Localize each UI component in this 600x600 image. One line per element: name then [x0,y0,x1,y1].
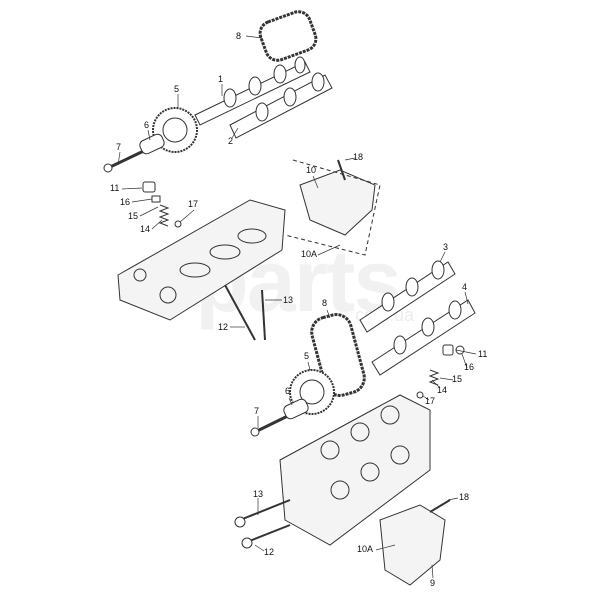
spring-upper [158,204,170,227]
valve-upper-13 [261,289,266,341]
bolt-18-upper [337,159,346,181]
label-16-upper[interactable]: 16 [120,197,131,207]
cylinder-head-upper [117,199,286,321]
label-12-upper[interactable]: 12 [218,322,229,332]
label-6-upper[interactable]: 6 [144,120,150,130]
washer-lower [283,398,309,420]
dashed-outline-upper [284,159,381,256]
tappet-upper [142,181,156,193]
seal-upper [174,220,182,228]
camshaft-lower-3 [359,260,456,333]
valve-lower-13 [239,499,291,521]
label-7-upper[interactable]: 7 [116,142,122,152]
label-10a-upper[interactable]: 10A [301,249,318,259]
label-14-lower[interactable]: 14 [437,385,448,395]
label-5-lower[interactable]: 5 [304,351,310,361]
label-10[interactable]: 10 [306,165,317,175]
timing-chain-upper [258,10,318,62]
label-17-upper[interactable]: 17 [188,199,199,209]
label-18-lower[interactable]: 18 [459,492,470,502]
chain-tensioner-lower [379,504,446,586]
label-11-lower[interactable]: 11 [478,349,488,359]
label-4[interactable]: 4 [462,282,468,292]
label-18-upper[interactable]: 18 [353,152,364,162]
chain-tensioner-upper [299,169,376,236]
keeper-upper [151,195,161,203]
label-16-lower[interactable]: 16 [464,362,475,372]
label-13-upper[interactable]: 13 [283,295,294,305]
label-13-lower[interactable]: 13 [253,489,264,499]
label-15-lower[interactable]: 15 [452,374,463,384]
label-6-lower[interactable]: 6 [285,386,291,396]
washer-upper [139,133,165,155]
label-9[interactable]: 9 [430,578,436,588]
label-15-upper[interactable]: 15 [128,211,139,221]
label-10a-lower[interactable]: 10A [357,544,374,554]
valve-upper-12 [224,284,256,341]
valve-lower-12 [246,524,291,543]
label-2[interactable]: 2 [228,136,234,146]
label-3[interactable]: 3 [443,242,449,252]
cylinder-head-lower [279,394,431,546]
label-5-upper[interactable]: 5 [174,84,180,94]
bolt-18-lower [429,499,451,513]
label-1[interactable]: 1 [218,74,224,84]
label-8-upper[interactable]: 8 [236,31,242,41]
label-11-upper[interactable]: 11 [110,183,120,193]
label-14-upper[interactable]: 14 [140,224,151,234]
seal-lower [416,391,424,399]
label-12-lower[interactable]: 12 [264,547,275,557]
camshaft-lower-4 [371,299,476,376]
label-17-lower[interactable]: 17 [425,396,436,406]
camshaft-upper-1 [194,56,311,126]
spring-lower [428,369,440,386]
tappet-lower [442,344,454,356]
label-7-lower[interactable]: 7 [254,406,260,416]
camshaft-upper-2 [229,72,333,139]
label-8-lower[interactable]: 8 [322,298,328,308]
